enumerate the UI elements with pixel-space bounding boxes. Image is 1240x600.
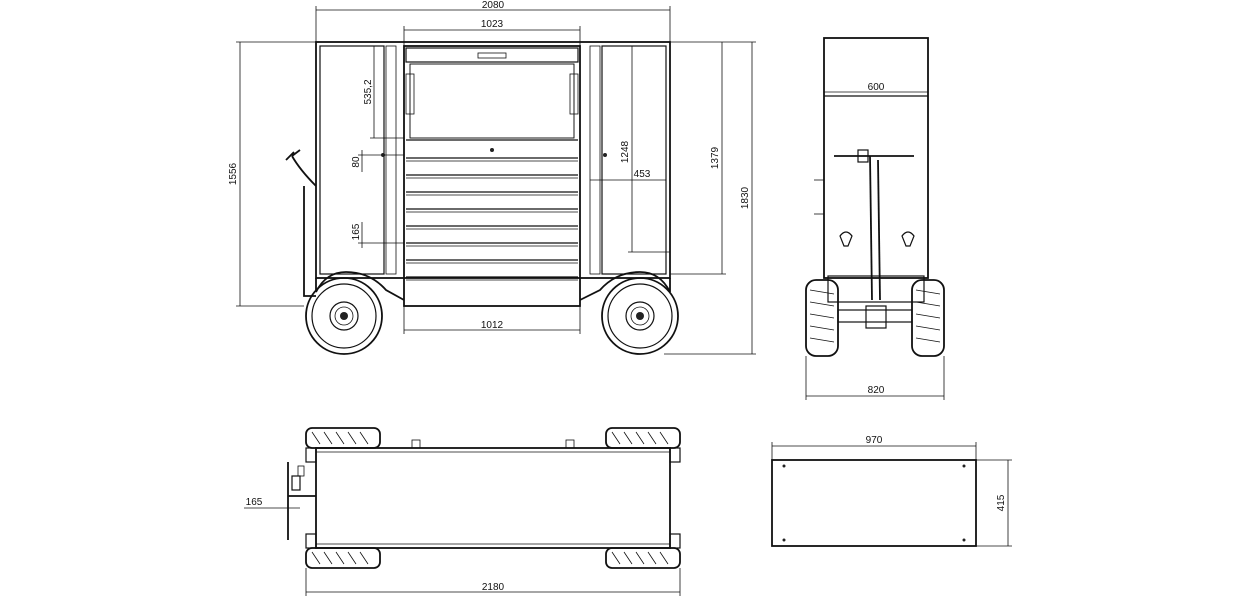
center-module [403, 45, 581, 307]
dim-label-1379: 1379 [710, 146, 721, 169]
front-cabinet-outline [315, 41, 671, 279]
left-door [319, 45, 385, 275]
dim-label-165-top: 165 [246, 497, 263, 508]
dim-label-165-front: 165 [351, 223, 362, 240]
dim-label-1248: 1248 [620, 140, 631, 163]
panel-view: 970 415 [771, 435, 1012, 547]
top-drawer-handle [477, 52, 507, 59]
right-door-hinge [589, 45, 601, 275]
dim-label-453: 453 [634, 169, 651, 180]
dim-label-1556: 1556 [228, 162, 239, 185]
top-view: 165 2180 [244, 427, 681, 596]
tow-handle [291, 155, 317, 187]
front-view: 2080 1023 1556 535,2 80 165 1248 453 137… [228, 0, 756, 355]
front-left-wheel [305, 277, 383, 355]
dim-label-80: 80 [351, 156, 362, 168]
left-door-hinge [385, 45, 397, 275]
right-fender [579, 271, 671, 301]
left-fender [315, 271, 405, 301]
dim-label-600: 600 [868, 82, 885, 93]
panel-outline [771, 459, 977, 547]
dim-label-820: 820 [868, 385, 885, 396]
right-door [601, 45, 667, 275]
top-drawer [405, 47, 579, 63]
lock-icon [490, 148, 494, 152]
top-tyres [305, 427, 681, 569]
dim-label-415: 415 [996, 494, 1007, 511]
panel-handle-left [405, 73, 415, 115]
dim-label-1023: 1023 [481, 19, 504, 30]
dim-label-970: 970 [866, 435, 883, 446]
side-view: 600 820 [805, 37, 945, 400]
panel-handle-right [569, 73, 579, 115]
side-caster-icon-left [839, 231, 853, 247]
dim-label-1830: 1830 [740, 186, 751, 209]
dim-label-2080: 2080 [482, 0, 505, 11]
top-cabinet-outline [315, 447, 671, 549]
perforated-tool-panel [409, 63, 575, 139]
drawer-stack [406, 139, 578, 281]
side-caster-icon-right [901, 231, 915, 247]
side-cabinet-outline [823, 37, 929, 279]
dim-label-2180: 2180 [482, 582, 505, 593]
dim-label-1012: 1012 [481, 320, 504, 331]
dim-label-535: 535,2 [363, 79, 374, 104]
front-right-wheel [601, 277, 679, 355]
right-door-lock-icon [603, 153, 607, 157]
